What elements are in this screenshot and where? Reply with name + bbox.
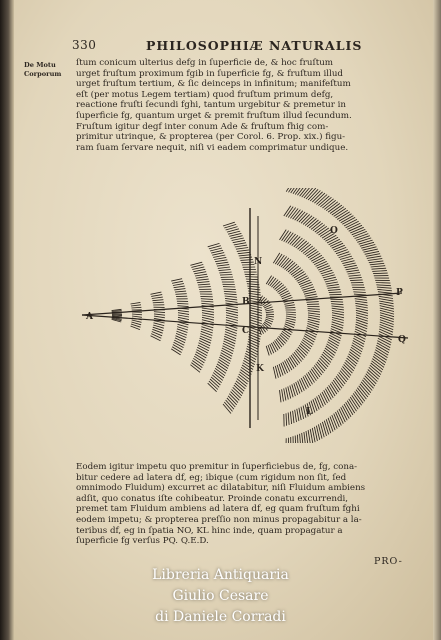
text-line: Fruſtum igitur degf inter conum Ade & fr…: [76, 121, 329, 132]
catchword: PRO-: [374, 556, 403, 567]
label-K: K: [256, 364, 265, 374]
text-line: ſuperficie fg, quantum urget & premit fr…: [76, 110, 352, 121]
text-line: Eodem igitur impetu quo premitur in ſupe…: [76, 462, 358, 472]
text-line: ſuperficie fg verſus PQ. Q.E.D.: [76, 536, 209, 547]
cone-arc: [190, 261, 215, 373]
text-line: ram ſuam ſervare nequit, niſi vi eadem c…: [76, 142, 349, 153]
cone-arc: [150, 291, 166, 342]
text-line: urget fruſtum proximum fgib in ſuperfici…: [76, 68, 343, 79]
pressure-arcs: [111, 188, 395, 443]
bottom-paragraph: Eodem igitur impetu quo premitur in ſupe…: [76, 462, 365, 547]
cone-arc: [111, 308, 123, 323]
text-line: teribus df, eg in ſpatia NO, KL hinc ind…: [76, 525, 343, 536]
text-line: bitur cedere ad latera df, eg; ibique (c…: [76, 472, 347, 483]
text-line: omnimodo Fluidum) excurret ac dilatabitu…: [76, 483, 366, 494]
text-line: premet tam Fluidum ambiens ad latera df,…: [76, 504, 360, 515]
top-paragraph: ſtum conicum ulterius defg in ſuperficie…: [76, 58, 352, 153]
label-L: L: [306, 407, 313, 417]
label-P: P: [396, 288, 403, 298]
text-line: urget fruſtum tertium, & ſic deinceps in…: [76, 79, 351, 90]
cone-arc: [170, 278, 190, 356]
watermark-line: Giulio Cesare: [172, 588, 269, 604]
line-A-Q: [81, 314, 409, 339]
label-A: A: [85, 312, 94, 322]
margin-note-line: De Motu: [24, 61, 56, 69]
label-O: O: [330, 226, 338, 236]
book-spine-shadow: [0, 0, 14, 640]
margin-note: De Motu Corporum: [24, 61, 61, 79]
text-line: eſt (per motus Legem tertiam) quod fruſt…: [76, 89, 334, 100]
watermark-line: di Daniele Corradi: [155, 609, 286, 625]
text-line: eodem impetu; & propterea preſſio non mi…: [76, 514, 362, 525]
text-line: reactione fruſti ſecundi fghi, tantum ur…: [76, 100, 346, 111]
label-N: N: [254, 257, 262, 267]
propagation-arc: [279, 229, 345, 403]
bookseller-watermark: Libreria Antiquaria Giulio Cesare di Dan…: [0, 565, 441, 628]
wave-propagation-figure: A B C N O K L P Q: [81, 188, 409, 443]
line-A-P: [81, 292, 403, 316]
propagation-arc: [283, 205, 369, 427]
propagation-arc: [272, 252, 321, 379]
text-line: adſit, quo conatus iſte cohibeatur. Proi…: [76, 493, 349, 504]
label-C: C: [242, 326, 249, 336]
page-edge-shadow: [433, 0, 441, 640]
text-line: primitur utrinque, & propterea (per Coro…: [76, 132, 346, 143]
watermark-line: Libreria Antiquaria: [152, 567, 289, 583]
propagation-arc: [285, 188, 395, 443]
propagation-arc: [265, 275, 297, 356]
margin-note-line: Corporum: [24, 70, 62, 78]
label-B: B: [242, 297, 250, 307]
running-title: PHILOSOPHIÆ NATURALIS: [146, 38, 363, 53]
page-number: 330: [72, 38, 97, 52]
text-line: ſtum conicum ulterius defg in ſuperficie…: [76, 58, 334, 68]
cone-arc: [207, 242, 239, 393]
cone-arc: [130, 301, 143, 330]
label-Q: Q: [398, 335, 406, 345]
